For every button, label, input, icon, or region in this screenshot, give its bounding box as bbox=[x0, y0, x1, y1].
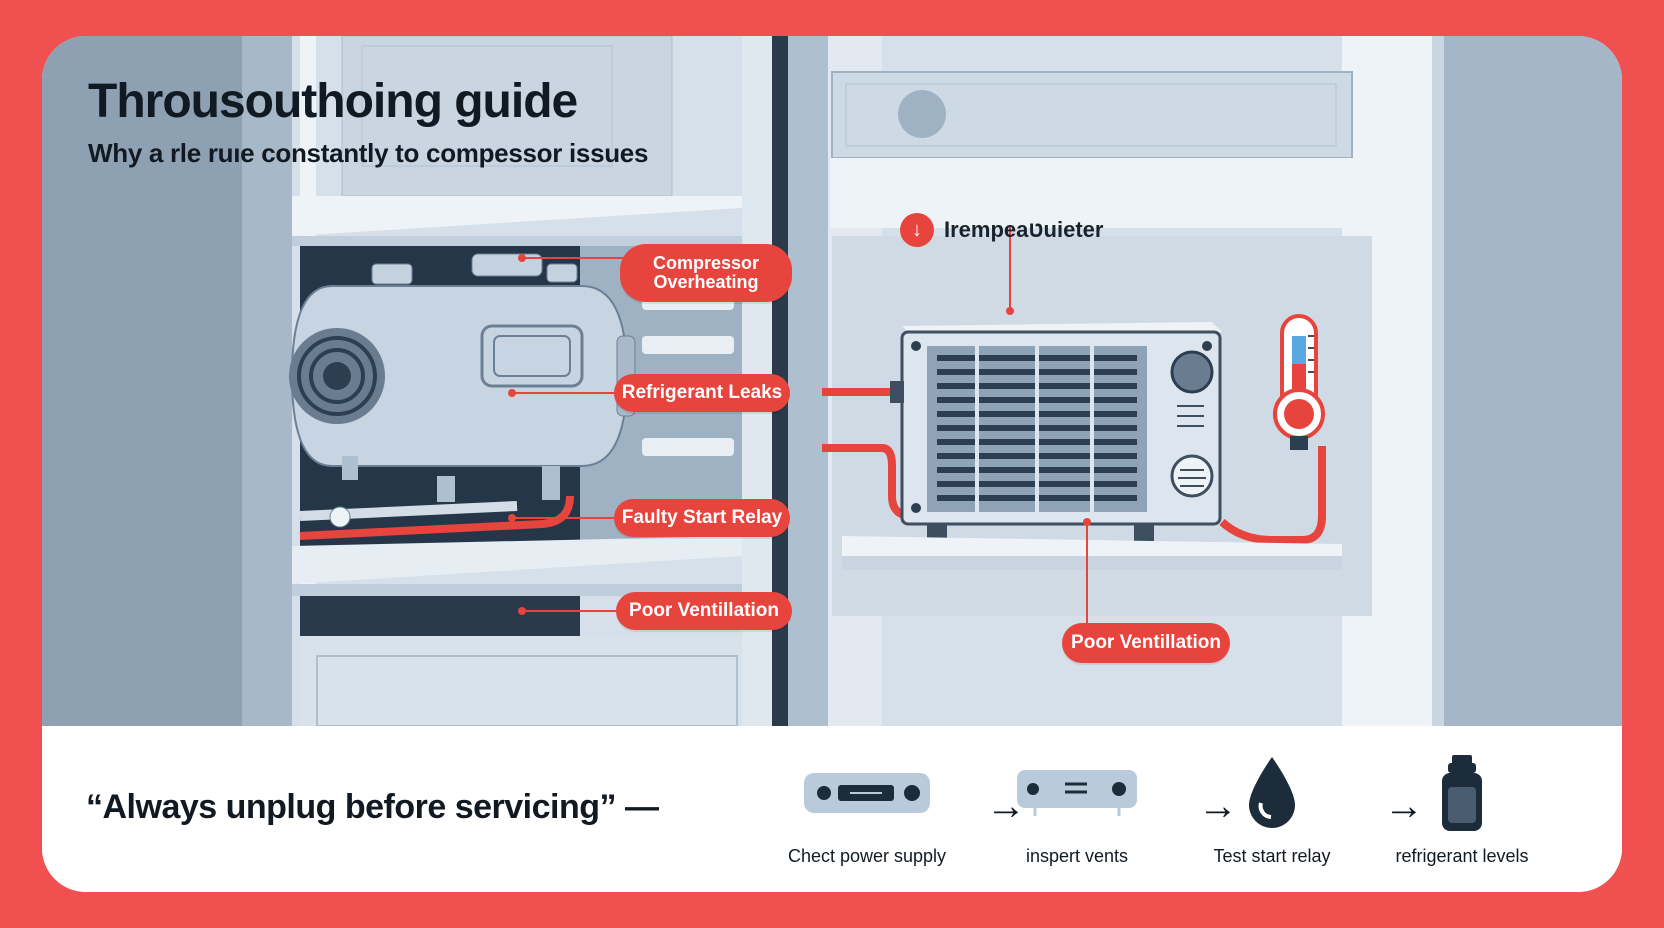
step-label: refrigerant levels bbox=[1395, 846, 1529, 866]
footer-steps: “Always unplug before servicing” — Chect… bbox=[42, 726, 1622, 892]
arrow-icon: → bbox=[1198, 784, 1238, 828]
down-arrow-icon: ↓ bbox=[900, 213, 934, 247]
drop-icon bbox=[1187, 756, 1357, 830]
thermometer-icon bbox=[1273, 314, 1325, 450]
callout-poor-ventilation-right: Poor Ventillation bbox=[1062, 623, 1230, 663]
arrow-icon: → bbox=[1384, 784, 1424, 828]
temperature-label-text: Irempeaטuieter bbox=[944, 217, 1104, 242]
step-label: Chect power supply bbox=[787, 846, 947, 866]
callout-compressor-line2: Overheating bbox=[653, 272, 759, 292]
page-title: Throusouthoing guide bbox=[88, 75, 578, 128]
appliance-illustration: Throusouthoing guide Why a rle ruıe cons… bbox=[42, 36, 1622, 726]
temperature-label: ↓ Irempeaטuieter bbox=[890, 204, 1420, 256]
scene-svg bbox=[42, 36, 1622, 726]
step-label: inspert vents bbox=[1025, 846, 1129, 866]
left-wall bbox=[42, 36, 272, 726]
callout-compressor-overheating: Compressor Overheating bbox=[620, 244, 792, 302]
callout-faulty-start-relay: Faulty Start Relay bbox=[614, 499, 790, 537]
callout-refrigerant-leaks: Refrigerant Leaks bbox=[614, 374, 790, 412]
callout-poor-ventilation-left: Poor Ventillation bbox=[616, 592, 792, 630]
condenser-unit bbox=[890, 322, 1222, 542]
compressor bbox=[289, 253, 636, 502]
safety-quote: “Always unplug before servicing” — bbox=[86, 788, 659, 826]
infographic-card: Throusouthoing guide Why a rle ruıe cons… bbox=[42, 36, 1622, 892]
page-subtitle: Why a rle ruıe constantly to compessor i… bbox=[88, 138, 649, 168]
step-test-relay: Test start relay bbox=[1187, 756, 1357, 867]
step-refrigerant-levels: refrigerant levels bbox=[1377, 755, 1547, 867]
refrigerant-canister-icon bbox=[1377, 755, 1547, 831]
step-inspect-vents: inspert vents bbox=[992, 756, 1162, 867]
step-check-power: Chect power supply bbox=[782, 756, 952, 867]
vent-icon bbox=[992, 756, 1162, 830]
power-supply-icon bbox=[782, 756, 952, 830]
callout-compressor-line1: Compressor bbox=[652, 253, 760, 274]
step-label: Test start relay bbox=[1213, 846, 1331, 866]
